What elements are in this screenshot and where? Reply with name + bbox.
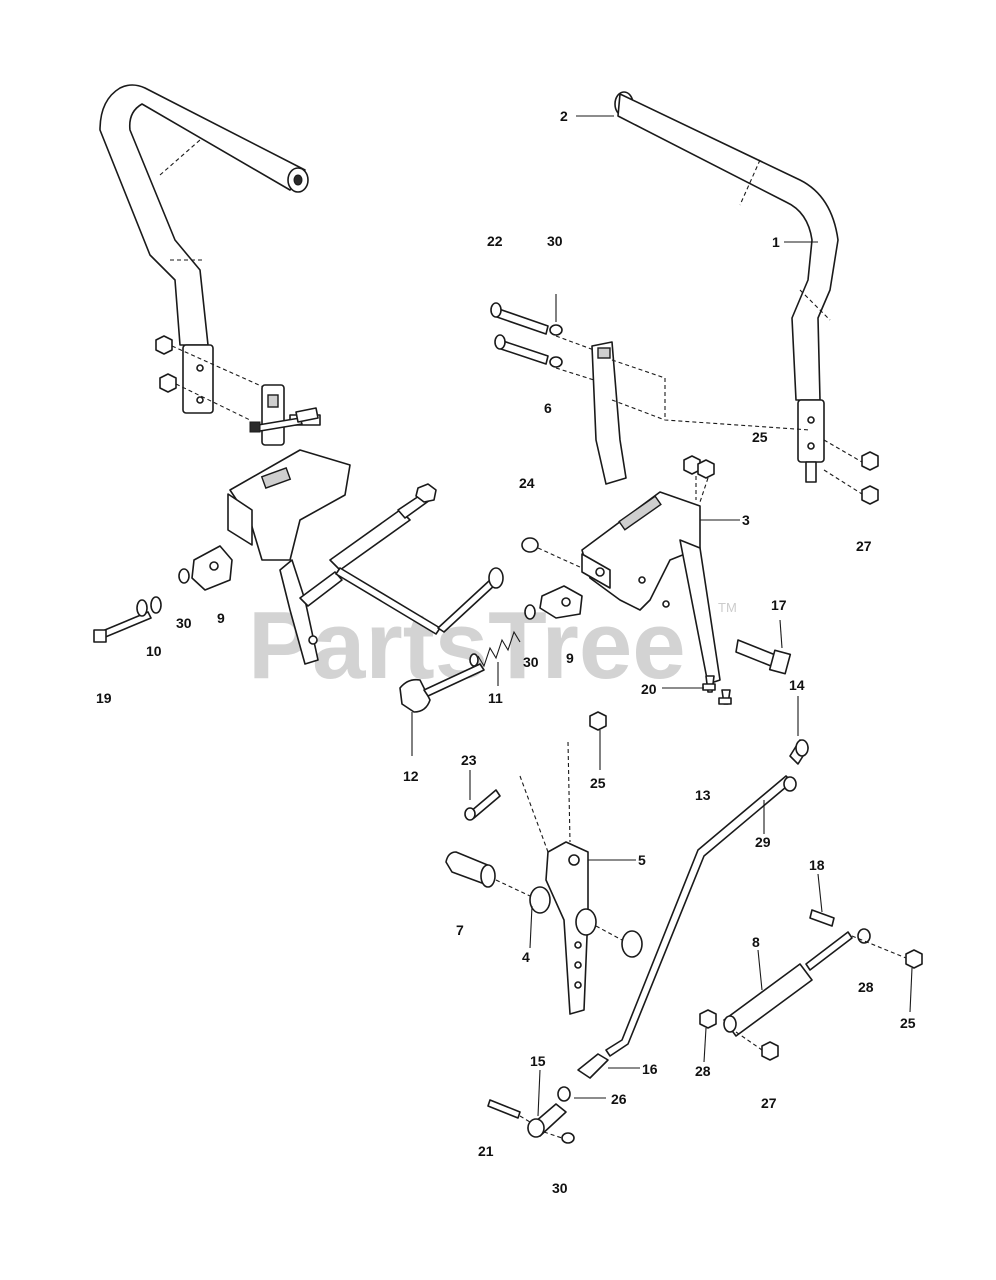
callout-15: 15 (530, 1053, 546, 1069)
callout-28: 28 (695, 1063, 711, 1079)
right-pin (735, 639, 792, 675)
callout-10: 10 (146, 643, 162, 659)
callout-25: 25 (752, 429, 768, 445)
adjust-knob (399, 663, 485, 713)
callout-23: 23 (461, 752, 477, 768)
callout-26: 26 (611, 1091, 627, 1107)
watermark-trademark: TM (718, 600, 737, 615)
left-bracket-bolt (249, 407, 319, 433)
left-stop-block (191, 545, 233, 591)
callout-9: 9 (566, 650, 574, 666)
lower-rod-end (487, 1053, 609, 1144)
gas-spring (699, 909, 923, 1061)
callout-24: 24 (519, 475, 535, 491)
left-handle-bar (99, 84, 309, 414)
callout-20: 20 (641, 681, 657, 697)
callout-11: 11 (488, 690, 503, 706)
callout-21: 21 (478, 1143, 494, 1159)
callout-30: 30 (523, 654, 539, 670)
callout-25: 25 (900, 1015, 916, 1031)
callout-29: 29 (755, 834, 771, 850)
callout-19: 19 (96, 690, 112, 706)
callout-7: 7 (456, 922, 464, 938)
callout-22: 22 (487, 233, 503, 249)
left-gas-spring (299, 483, 437, 607)
callout-16: 16 (642, 1061, 658, 1077)
leader-lines (411, 115, 913, 1117)
callout-27: 27 (856, 538, 872, 554)
spring (469, 604, 536, 668)
left-bolt-assembly (93, 568, 190, 643)
small-screws (702, 675, 732, 705)
callout-5: 5 (638, 852, 646, 868)
callout-2: 2 (560, 108, 568, 124)
top-bolt (464, 711, 607, 821)
right-handle-bar (614, 91, 839, 483)
callout-25: 25 (590, 775, 606, 791)
callout-9: 9 (217, 610, 225, 626)
right-top-nuts (683, 455, 715, 503)
callout-4: 4 (522, 949, 530, 965)
left-control-bracket (227, 384, 351, 665)
callout-12: 12 (403, 768, 419, 784)
callout-8: 8 (752, 934, 760, 950)
callouts: 2 22 30 1 6 24 25 3 27 30 9 10 19 30 9 1… (96, 108, 916, 1196)
callout-30: 30 (547, 233, 563, 249)
left-handle-nuts (155, 335, 271, 421)
callout-3: 3 (742, 512, 750, 528)
callout-14: 14 (789, 677, 805, 693)
callout-1: 1 (772, 234, 780, 250)
control-arm (519, 741, 589, 1015)
bushings (445, 851, 643, 958)
callout-18: 18 (809, 857, 825, 873)
left-pivot-rod (335, 567, 504, 635)
callout-30: 30 (552, 1180, 568, 1196)
right-control-bracket (521, 491, 721, 685)
right-stop-block (539, 585, 583, 619)
callout-17: 17 (771, 597, 787, 613)
callout-28: 28 (858, 979, 874, 995)
callout-13: 13 (695, 787, 711, 803)
right-handle-nuts (823, 439, 879, 505)
callout-30: 30 (176, 615, 192, 631)
callout-6: 6 (544, 400, 552, 416)
callout-27: 27 (761, 1095, 777, 1111)
linkage-rod (605, 739, 809, 1057)
right-upper-bracket (591, 341, 811, 485)
right-bolts (490, 302, 595, 381)
